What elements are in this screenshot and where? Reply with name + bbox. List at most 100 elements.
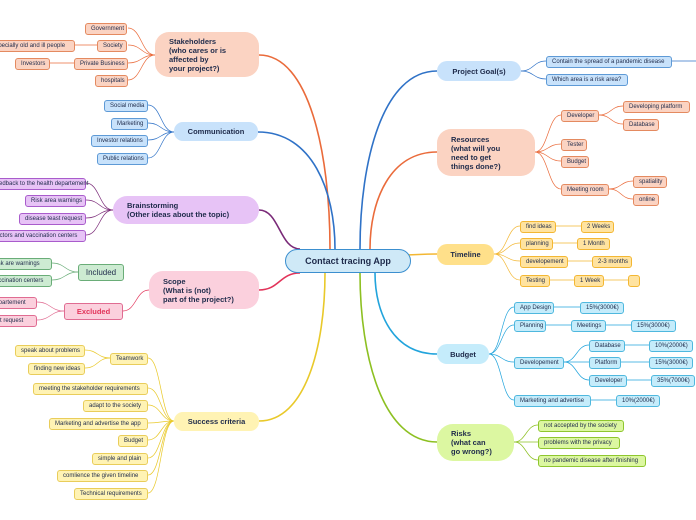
link-success-item	[147, 357, 175, 422]
timeline-task[interactable]: find ideas	[520, 221, 556, 233]
success-criterion[interactable]: simple and plain	[92, 453, 148, 465]
topic-communication[interactable]: Communication	[174, 122, 258, 141]
link-success-item	[147, 420, 175, 476]
success-criterion[interactable]: Marketing and advertise the app	[49, 418, 148, 430]
stakeholder-society[interactable]: Society	[97, 40, 127, 52]
link-development-item	[563, 361, 590, 381]
budget-marketing-cost[interactable]: 10%(2000€)	[616, 395, 660, 407]
timeline-task[interactable]: developement	[520, 256, 568, 268]
success-criterion[interactable]: adapt to the society	[83, 400, 148, 412]
link-success-item	[147, 420, 175, 494]
scope-included-item[interactable]: vaccination centers	[0, 275, 52, 287]
resource-online[interactable]: online	[633, 194, 659, 206]
link-timeline-task	[493, 225, 521, 255]
link-root-success	[258, 272, 326, 422]
communication-social-media[interactable]: Social media	[104, 100, 148, 112]
scope-included-item[interactable]: Risk are warnings	[0, 258, 52, 270]
budget-meetings-cost[interactable]: 15%(3000€)	[631, 320, 676, 332]
stakeholder-government[interactable]: Government	[85, 23, 127, 35]
stakeholder-private-business[interactable]: Private Business	[74, 58, 128, 70]
timeline-duration[interactable]: 2 Weeks	[581, 221, 614, 233]
link-meeting-item	[608, 188, 634, 200]
link-root-goals	[359, 70, 438, 250]
budget-planning[interactable]: Planning	[514, 320, 546, 332]
brainstorming-doctors[interactable]: Doctors and vaccination centers	[0, 230, 86, 242]
topic-brainstorming[interactable]: Brainstorming (Other ideas about the top…	[113, 196, 259, 224]
budget-meetings[interactable]: Meetings	[571, 320, 606, 332]
scope-excluded-item[interactable]: test request	[0, 315, 37, 327]
resource-tester[interactable]: Tester	[561, 139, 587, 151]
timeline-duration[interactable]: 1 Week	[574, 275, 604, 287]
risks-title-line: Risks	[451, 429, 472, 438]
success-teamwork[interactable]: Teamwork	[110, 353, 148, 365]
link-goal-item	[520, 60, 547, 72]
communication-investor-relations[interactable]: Investor relations	[91, 135, 148, 147]
link-brainstorming-item	[85, 182, 114, 211]
budget-dev-cost[interactable]: 35%(7000€)	[651, 375, 695, 387]
goal-item[interactable]: Which area is a risk area?	[546, 74, 628, 86]
brainstorming-risk-area[interactable]: Risk area warnings	[25, 195, 86, 207]
resource-meeting-room[interactable]: Meeting room	[561, 184, 609, 196]
resource-spatiality[interactable]: spatiality	[633, 176, 667, 188]
resources-title-line: things done?)	[451, 161, 501, 171]
budget-app-design-cost[interactable]: 15%(3000€)	[580, 302, 624, 314]
topic-budget[interactable]: Budget	[437, 344, 489, 364]
topic-success-criteria[interactable]: Success criteria	[174, 412, 259, 431]
timeline-empty-node[interactable]	[628, 275, 640, 287]
risk-item[interactable]: not accepted by the society	[538, 420, 624, 432]
link-communication-item	[147, 122, 175, 133]
success-criterion[interactable]: Budget	[118, 435, 148, 447]
topic-project-goals[interactable]: Project Goal(s)	[437, 61, 521, 81]
risks-title-line: go wrong?)	[451, 447, 492, 456]
success-criterion[interactable]: meeting the stakeholder requirements	[33, 383, 148, 395]
link-meeting-item	[608, 180, 634, 190]
timeline-duration[interactable]: 1 Month	[577, 238, 610, 250]
budget-dev-cost[interactable]: 15%(3000€)	[649, 357, 693, 369]
scope-excluded[interactable]: Excluded	[64, 303, 123, 320]
budget-dev-item[interactable]: Platform	[589, 357, 621, 369]
link-root-resources	[369, 151, 438, 250]
risk-item[interactable]: problems with the privacy	[538, 437, 620, 449]
topic-scope[interactable]: Scope (What is (not) part of the project…	[149, 271, 259, 309]
budget-dev-item[interactable]: Database	[589, 340, 625, 352]
topic-timeline[interactable]: Timeline	[437, 244, 494, 265]
brainstorming-disease-test[interactable]: disease teast request	[19, 213, 86, 225]
resource-developer[interactable]: Developer	[561, 110, 599, 122]
root-topic[interactable]: Contact tracing App	[285, 249, 411, 273]
link-root-budget	[374, 272, 438, 355]
link-success-item	[147, 387, 175, 422]
brainstorming-feedback[interactable]: Feedback to the health departement	[0, 178, 88, 190]
timeline-duration[interactable]: 2-3 months	[592, 256, 632, 268]
timeline-task[interactable]: Testing	[520, 275, 550, 287]
link-resources-item	[534, 151, 562, 190]
scope-included[interactable]: Included	[78, 264, 124, 281]
success-criterion[interactable]: comlience the given timeline	[57, 470, 148, 482]
stakeholder-investors[interactable]: Investors	[15, 58, 50, 70]
link-resources-item	[534, 151, 562, 162]
link-timeline-task	[493, 253, 521, 281]
goal-item[interactable]: Contain the spread of a pandemic disease	[546, 56, 672, 68]
timeline-task[interactable]: planning	[520, 238, 553, 250]
stakeholder-hospitals[interactable]: hospitals	[95, 75, 128, 87]
resource-developing-platform[interactable]: Developing platform	[623, 101, 690, 113]
budget-marketing[interactable]: Marketing and advertise	[514, 395, 591, 407]
budget-development[interactable]: Developement	[514, 357, 564, 369]
success-criterion[interactable]: Technical requirements	[74, 488, 148, 500]
budget-dev-cost[interactable]: 10%(2000€)	[649, 340, 693, 352]
success-teamwork-item[interactable]: speak about problems	[15, 345, 85, 357]
topic-resources[interactable]: Resources (what will you need to get thi…	[437, 129, 535, 176]
topic-stakeholders[interactable]: Stakeholders (who cares or is affected b…	[155, 32, 259, 77]
communication-public-relations[interactable]: Public relations	[97, 153, 148, 165]
success-teamwork-item[interactable]: finding new ideas	[28, 363, 85, 375]
stakeholder-old-ill-people[interactable]: especially old and ill people	[0, 40, 75, 52]
scope-excluded-item[interactable]: departement	[0, 297, 37, 309]
risk-item[interactable]: no pandemic disease after finishing	[538, 455, 646, 467]
communication-marketing[interactable]: Marketing	[111, 118, 148, 130]
resource-database[interactable]: Database	[623, 119, 659, 131]
budget-dev-item[interactable]: Developer	[589, 375, 627, 387]
topic-risks[interactable]: Risks (what can go wrong?)	[437, 424, 514, 461]
budget-app-design[interactable]: App Design	[514, 302, 554, 314]
link-resources-item	[534, 143, 562, 153]
link-goal-item	[520, 70, 547, 80]
resource-budget[interactable]: Budget	[561, 156, 589, 168]
